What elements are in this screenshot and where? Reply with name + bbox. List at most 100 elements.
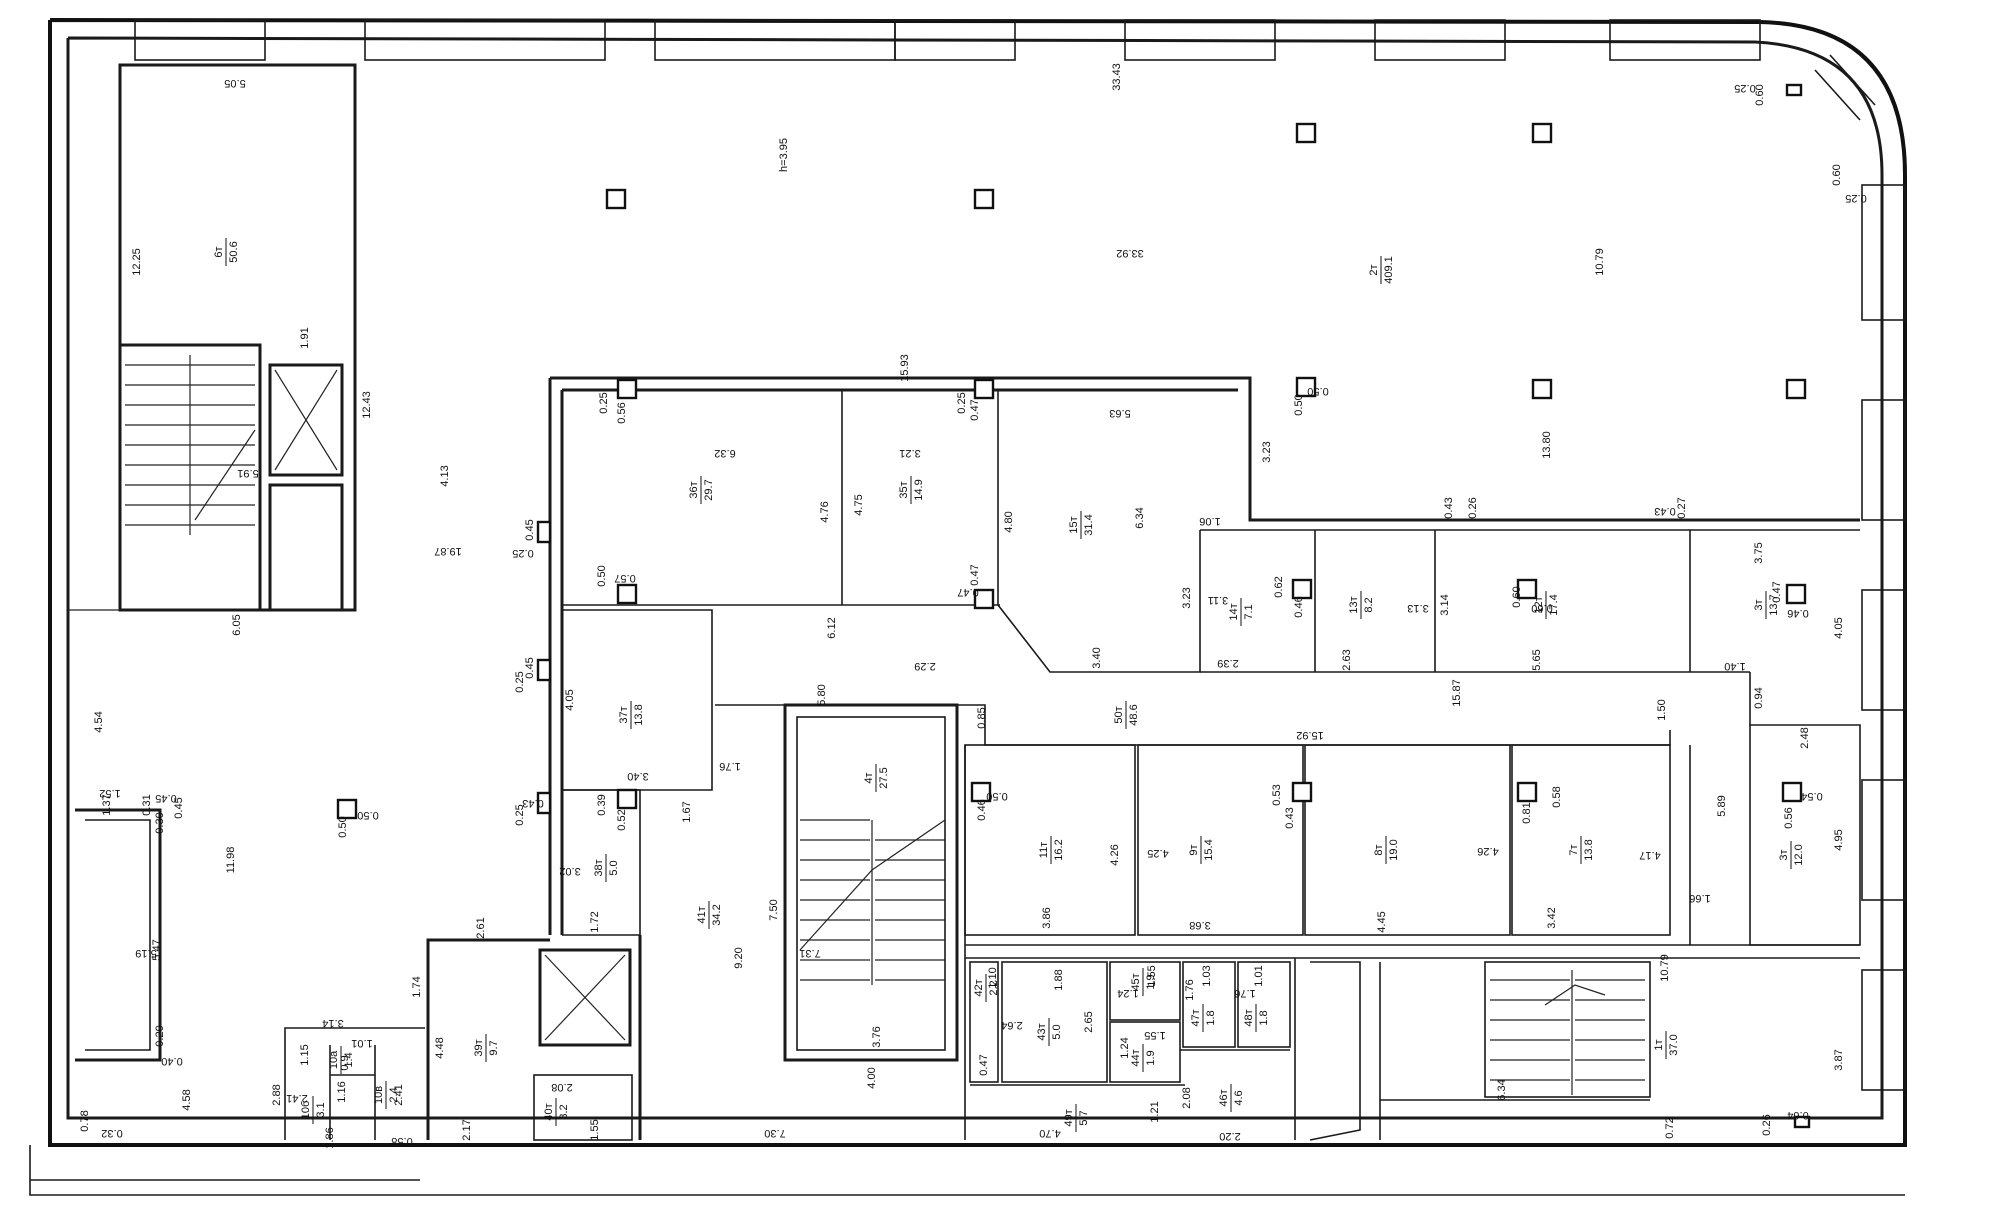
room-area: 16.2 xyxy=(1053,839,1065,860)
dimension-label: 7.50 xyxy=(768,899,780,920)
dimension-label: 1.76 xyxy=(1234,987,1255,999)
dimension-label: 0.9 xyxy=(339,1055,351,1070)
dimension-label: 4.54 xyxy=(93,711,105,732)
dimension-label: 0.20 xyxy=(154,1025,166,1046)
room-label: 10а xyxy=(328,1050,340,1069)
dimension-label: 4.48 xyxy=(434,1037,446,1058)
dimension-label: 1.01 xyxy=(351,1037,372,1049)
dimension-label: 1.01 xyxy=(1253,965,1265,986)
room-label: 3т xyxy=(1778,849,1790,860)
dimension-label: 12.25 xyxy=(131,248,143,276)
dimension-label: 3.40 xyxy=(1091,647,1103,668)
dimension-label: 4.58 xyxy=(181,1089,193,1110)
dimension-label: 1.74 xyxy=(411,976,423,997)
room-label: 50т xyxy=(1113,706,1125,723)
dimension-label: 0.47 xyxy=(969,399,981,420)
stair-core-4 xyxy=(783,703,959,1062)
dimension-label: 0.25 xyxy=(514,804,526,825)
dimension-label: 3.13 xyxy=(1407,602,1428,614)
room-label: 10в xyxy=(373,1086,385,1104)
dimension-label: 0.40 xyxy=(161,1055,182,1067)
dimension-label: 4.13 xyxy=(439,465,451,486)
central-block xyxy=(548,376,1860,935)
dimension-label: 1.55 xyxy=(1144,1029,1165,1041)
dimension-label: 0.45 xyxy=(173,797,185,818)
room-label: 35т xyxy=(898,481,910,498)
dimension-label: 0.60 xyxy=(1531,602,1552,614)
dimension-label: 5.65 xyxy=(1531,649,1543,670)
dimension-label: 3.76 xyxy=(871,1026,883,1047)
dimension-label: 3.14 xyxy=(322,1017,343,1029)
outer-walls xyxy=(29,18,1907,1196)
dimension-label: 0.43 xyxy=(1654,505,1675,517)
dimension-label: 5.63 xyxy=(1109,407,1130,419)
dimension-label: 11.98 xyxy=(225,847,237,874)
dimension-label: 3.86 xyxy=(1041,907,1053,928)
dimension-label: 0.46 xyxy=(1293,596,1305,617)
room-area: 29.7 xyxy=(703,479,715,500)
room-area: 2.2 xyxy=(988,980,1000,995)
dimension-label: 0.25 xyxy=(1734,82,1755,94)
room-area: 7.1 xyxy=(1243,604,1255,619)
dimension-label: 1.67 xyxy=(681,801,693,822)
dimension-label: 12.43 xyxy=(361,391,373,419)
stair-lower-right xyxy=(1484,961,1651,1098)
room-label: 42т xyxy=(973,979,985,996)
windows-right xyxy=(1861,184,1906,1091)
dimension-label: 0.47 xyxy=(1771,581,1783,602)
dimension-label: 0.25 xyxy=(514,671,526,692)
dimension-label: 2.65 xyxy=(1083,1011,1095,1032)
room-area: 17.4 xyxy=(1548,594,1560,615)
dimension-label: 10.79 xyxy=(1659,954,1671,982)
room-area: 37.0 xyxy=(1668,1034,1680,1055)
dimension-label: 3.02 xyxy=(559,865,580,877)
dimension-label: 1.40 xyxy=(1724,660,1745,672)
dimension-label: 5.05 xyxy=(224,77,245,89)
dimension-label: 0.31 xyxy=(141,794,153,815)
room-label: 43т xyxy=(1036,1023,1048,1040)
dimension-label: 0.46 xyxy=(976,799,988,820)
dimension-label: 4.05 xyxy=(1833,617,1845,638)
dimension-label: 4.95 xyxy=(1833,829,1845,850)
dimension-label: 1.16 xyxy=(336,1081,348,1102)
lower-rooms xyxy=(715,704,1861,1140)
room-area: 8.2 xyxy=(1363,597,1375,612)
wc-block xyxy=(969,958,1650,1141)
room-label: 12т xyxy=(1533,596,1545,613)
dimension-label: 0.56 xyxy=(1783,807,1795,828)
dimension-label: 0.26 xyxy=(1761,1114,1773,1135)
dimension-label: 1.03 xyxy=(1201,965,1213,986)
dimension-label: 15.87 xyxy=(1451,679,1463,707)
room-label: 46т xyxy=(1218,1089,1230,1106)
room-area: 1.9 xyxy=(1145,974,1157,989)
dimension-labels: 5.0512.251.915.9112.434.1319.876.054.541… xyxy=(79,63,1867,1148)
stair-left xyxy=(125,355,256,535)
dimension-label: 0.50 xyxy=(1307,385,1328,397)
room-area: 14.9 xyxy=(913,479,925,500)
dimension-label: 1.55 xyxy=(589,1119,601,1140)
room-label: 10б xyxy=(300,1101,312,1120)
room-area: 27.5 xyxy=(878,767,890,788)
room-area: 3.1 xyxy=(315,1102,327,1117)
room-label: 11т xyxy=(1038,842,1050,858)
dimension-label: 7.31 xyxy=(799,947,820,959)
dimension-label: 6.05 xyxy=(231,614,243,635)
